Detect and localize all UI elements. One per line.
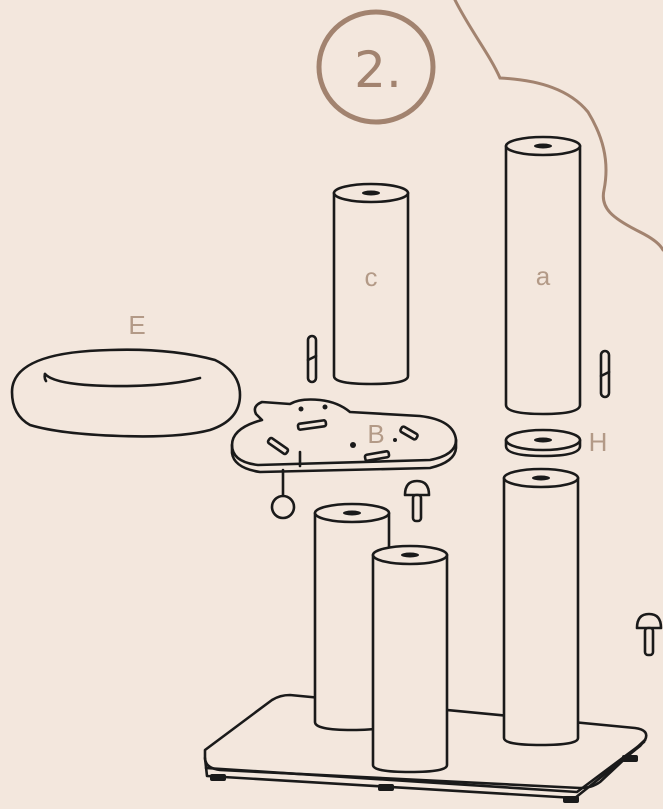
bed-e: E [12, 310, 240, 436]
bolt-right [637, 614, 661, 655]
label-h: H [589, 427, 608, 457]
dowel-screw-right [601, 351, 609, 397]
post-a: a [506, 137, 580, 414]
dowel-screw-left [308, 336, 316, 382]
post-c: c [334, 184, 408, 384]
label-e: E [128, 310, 145, 340]
label-a: a [536, 261, 551, 291]
washer-h: H [506, 427, 607, 457]
label-c: c [365, 262, 378, 292]
post-right-lower [504, 469, 578, 745]
hanging-toy [272, 470, 294, 518]
step-badge: 2. [319, 12, 433, 122]
bolt-center [405, 481, 429, 521]
post-front-center [373, 546, 447, 772]
platform-b: B [232, 400, 456, 473]
label-b: B [367, 419, 384, 449]
step-number: 2. [354, 41, 402, 99]
